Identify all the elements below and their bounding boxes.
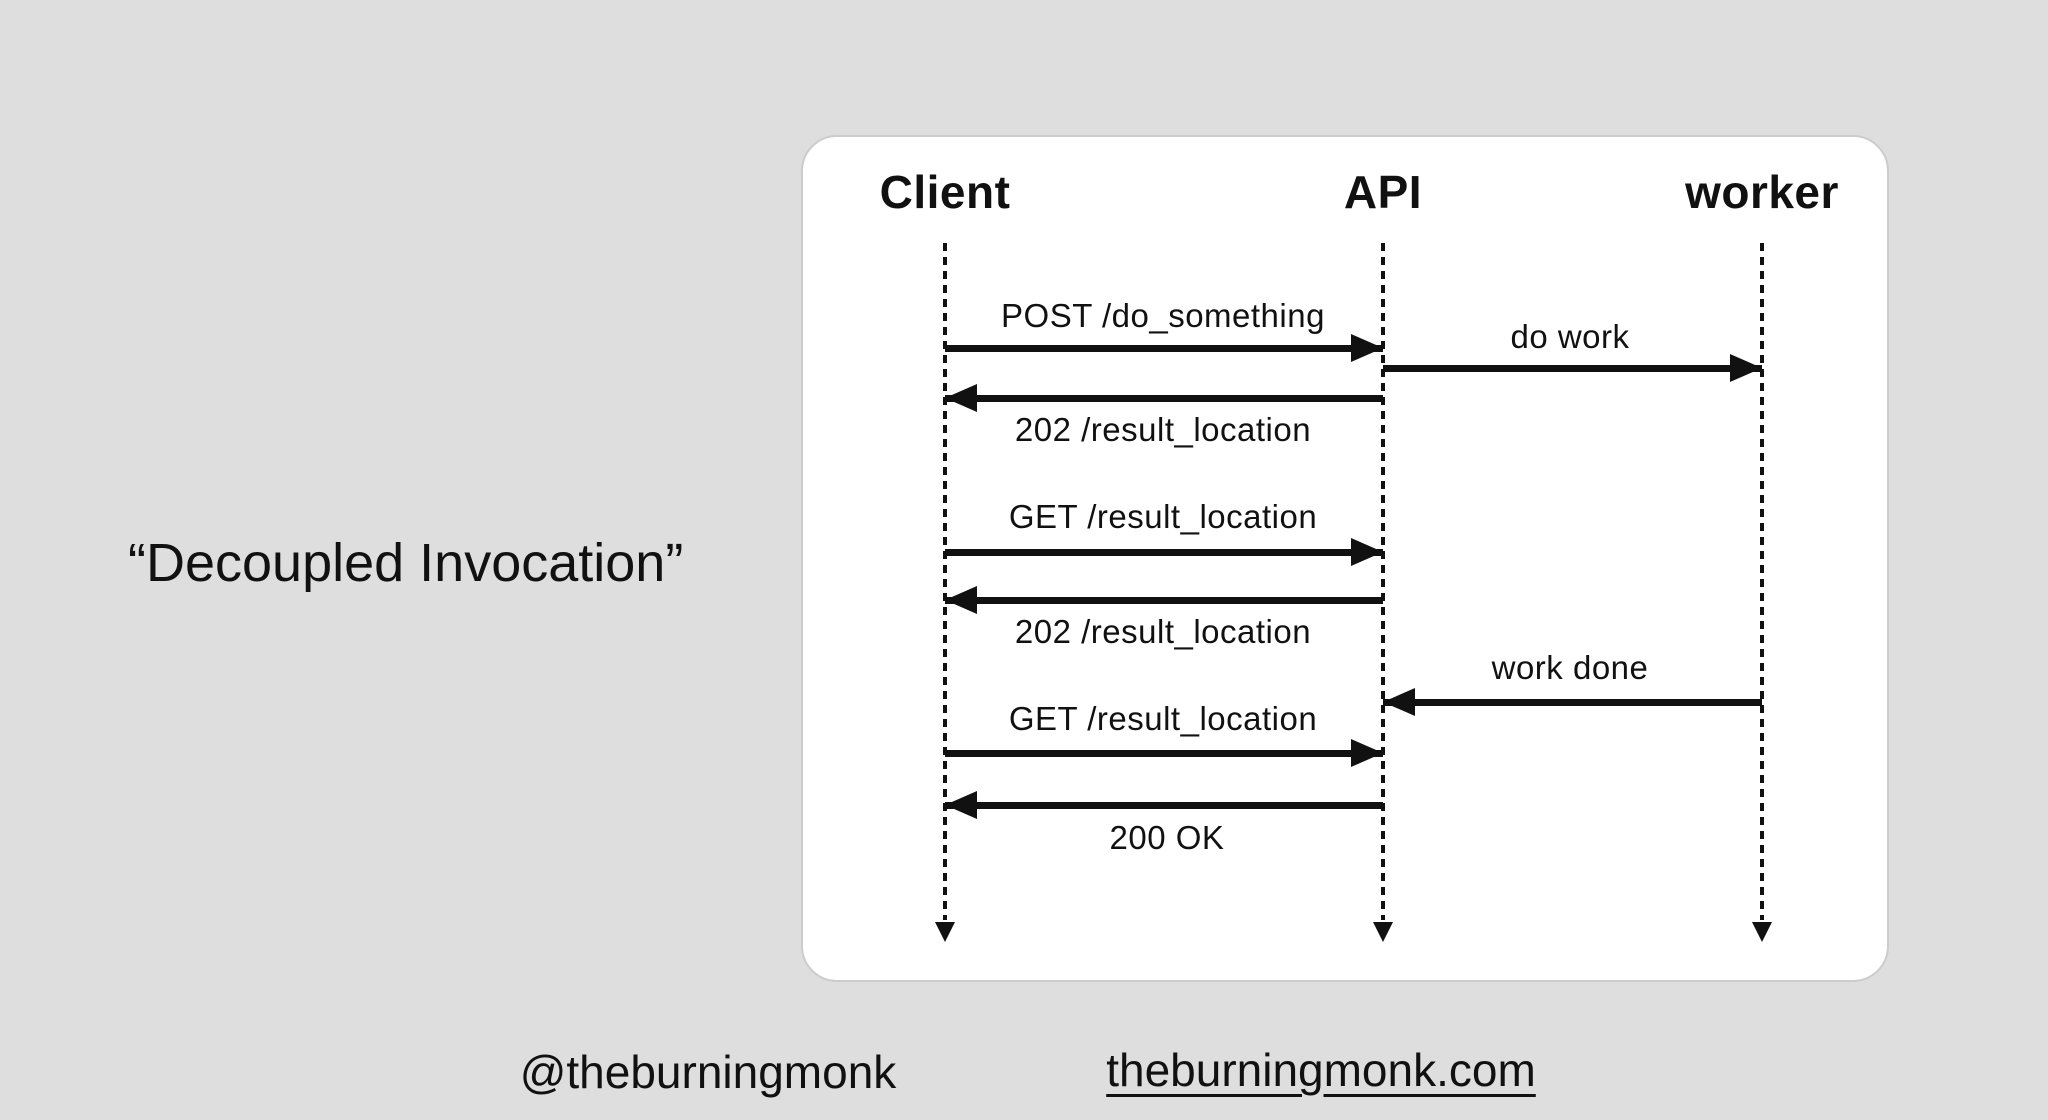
- message-arrowhead-4: [945, 586, 977, 614]
- sequence-diagram-card: [801, 135, 1889, 982]
- lifeline-arrowhead-api: [1373, 922, 1393, 942]
- slide-title: “Decoupled Invocation”: [128, 533, 684, 593]
- lifeline-arrowhead-client: [935, 922, 955, 942]
- message-arrowhead-3: [1351, 538, 1383, 566]
- message-arrow-line-7: [945, 802, 1383, 809]
- message-label-6: GET /result_location: [1008, 700, 1318, 737]
- message-arrow-line-5: [1383, 699, 1762, 706]
- message-arrow-line-0: [945, 345, 1383, 352]
- message-label-7: 200 OK: [1109, 819, 1225, 856]
- website-link[interactable]: theburningmonk.com: [1106, 1044, 1536, 1096]
- lifeline-client: [943, 243, 947, 920]
- message-arrowhead-5: [1383, 688, 1415, 716]
- actor-label-worker: worker: [1685, 166, 1839, 218]
- message-arrow-line-3: [945, 549, 1383, 556]
- lifeline-api: [1381, 243, 1385, 920]
- message-arrowhead-0: [1351, 334, 1383, 362]
- message-label-5: work done: [1491, 649, 1649, 686]
- actor-label-client: Client: [879, 166, 1011, 218]
- message-arrowhead-6: [1351, 739, 1383, 767]
- actor-label-api: API: [1343, 166, 1423, 218]
- message-label-4: 202 /result_location: [1014, 613, 1312, 650]
- message-arrow-line-1: [1383, 365, 1762, 372]
- lifeline-worker: [1760, 243, 1764, 920]
- message-label-1: do work: [1510, 318, 1630, 355]
- lifeline-arrowhead-worker: [1752, 922, 1772, 942]
- message-arrowhead-7: [945, 791, 977, 819]
- message-arrowhead-1: [1730, 354, 1762, 382]
- message-arrow-line-4: [945, 597, 1383, 604]
- message-label-0: POST /do_something: [1001, 297, 1325, 334]
- message-arrow-line-6: [945, 750, 1383, 757]
- twitter-handle: @theburningmonk: [519, 1046, 897, 1098]
- message-label-2: 202 /result_location: [1014, 411, 1312, 448]
- message-label-3: GET /result_location: [1008, 498, 1318, 535]
- message-arrowhead-2: [945, 384, 977, 412]
- message-arrow-line-2: [945, 395, 1383, 402]
